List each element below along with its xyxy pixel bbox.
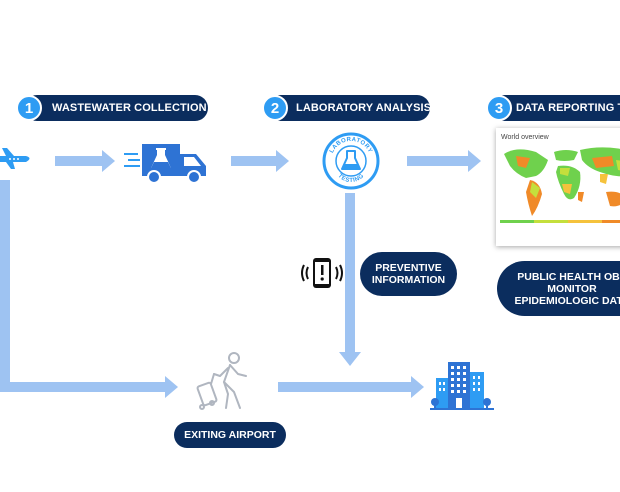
public-health-line-3: EPIDEMIOLOGIC DATA (514, 294, 620, 307)
step-2-number: 2 (262, 95, 288, 121)
lab-down-line (345, 193, 355, 353)
airplane-down-line (0, 180, 10, 392)
lab-flask-icon: LABORATORY TESTING (322, 132, 380, 190)
world-map-icon (500, 147, 620, 223)
lab-down-arrowhead (339, 352, 361, 366)
step-3-number: 3 (486, 95, 512, 121)
step-2-label: LABORATORY ANALYSIS (296, 102, 430, 114)
traveler-icon (196, 352, 247, 410)
public-health-line-2: MONITOR (547, 282, 597, 295)
public-health-callout: PUBLIC HEALTH OBS MONITOR EPIDEMIOLOGIC … (497, 261, 620, 316)
step-2-pill: LABORATORY ANALYSIS (268, 95, 430, 121)
preventive-information-callout: PREVENTIVE INFORMATION (360, 252, 457, 296)
truck-icon (124, 144, 206, 184)
arrow-lab-to-report (407, 150, 481, 172)
map-title: World overview (501, 134, 549, 141)
arrow-traveler-to-buildings (278, 376, 424, 398)
svg-text:TESTING: TESTING (337, 173, 366, 184)
step-3-label: DATA REPORTING TO (516, 102, 620, 114)
step-3-pill: DATA REPORTING TO (492, 95, 620, 121)
preventive-line-1: PREVENTIVE (375, 262, 442, 274)
world-map-card: World overview (496, 128, 620, 246)
step-1-number: 1 (16, 95, 42, 121)
arrow-plane-to-truck (55, 150, 115, 172)
exiting-airport-label: EXITING AIRPORT (184, 429, 276, 441)
phone-alert-icon (301, 258, 343, 288)
airplane-bottom-line (0, 382, 166, 392)
step-1-label: WASTEWATER COLLECTION (52, 102, 207, 114)
lab-badge-bottom-text: TESTING (337, 173, 365, 184)
public-health-line-1: PUBLIC HEALTH OBS (517, 270, 620, 283)
airplane-icon (0, 148, 30, 169)
airplane-bottom-arrowhead (165, 376, 178, 398)
step-1-pill: WASTEWATER COLLECTION (24, 95, 208, 121)
preventive-line-2: INFORMATION (371, 274, 446, 286)
buildings-icon (430, 362, 494, 410)
arrow-truck-to-lab (231, 150, 289, 172)
exiting-airport-callout: EXITING AIRPORT (174, 422, 286, 448)
